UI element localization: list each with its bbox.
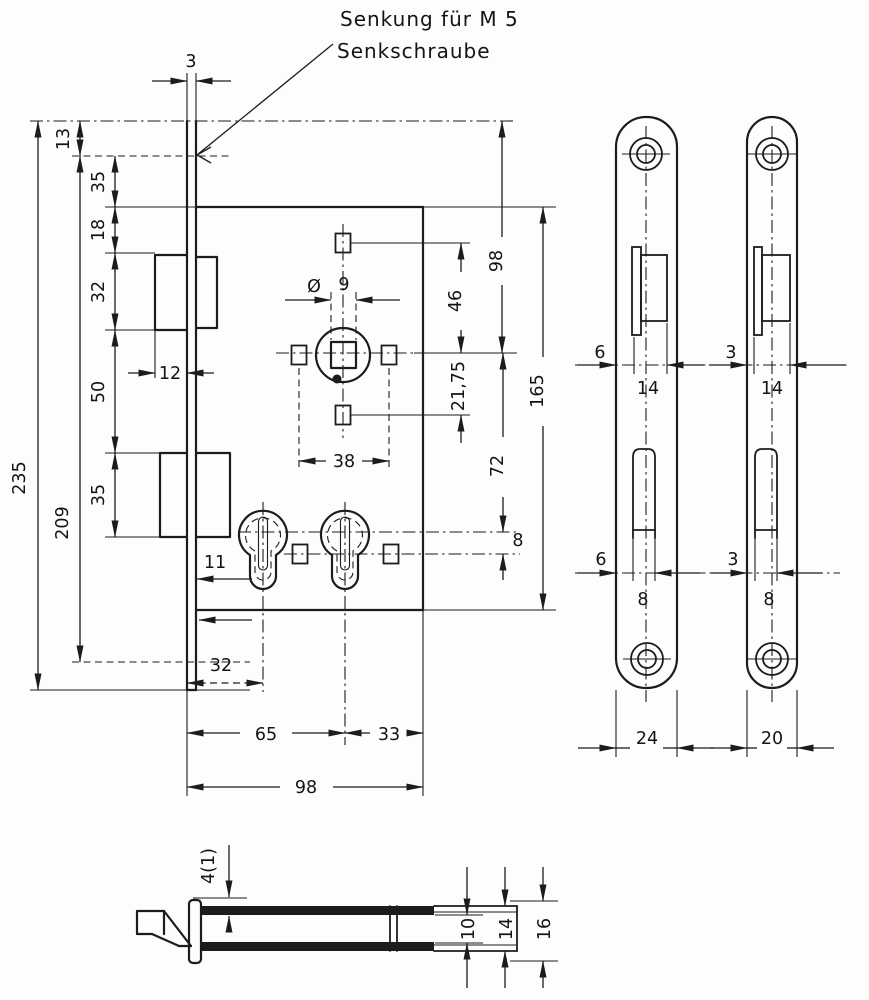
dim-46: 46: [446, 290, 466, 312]
deadbolt: [158, 451, 232, 539]
plate-left-width: 24: [636, 729, 658, 749]
dim-8: 8: [512, 531, 523, 551]
side-thickness-dims: 10 14 16: [435, 867, 558, 988]
dim-165: 165: [528, 374, 548, 407]
plate-right-latch-cutout: 14: [761, 379, 783, 399]
dim-72: 72: [488, 455, 508, 477]
latch-side: [135, 909, 193, 948]
annotation-note: Senkung für M 5 Senkschraube: [337, 7, 519, 63]
plate-left-bolt-cutout: 8: [637, 590, 648, 610]
right-dimensions: 98 46 21,75 72 8 165: [351, 120, 548, 611]
plate-right-latch-edge: 3: [725, 343, 736, 363]
dim-33: 33: [378, 725, 400, 745]
strike-plate-right: [745, 115, 799, 702]
side-view: 4(1) 10 14 16: [135, 845, 558, 988]
latch-cutout-left: [631, 246, 668, 336]
dim-2175: 21,75: [449, 361, 469, 411]
dim-50: 50: [89, 381, 109, 403]
plate-dimensions: 6 14 3 14 6 8 3 8 24 20: [575, 323, 848, 757]
faceplate: [185, 73, 198, 692]
follower: [314, 326, 372, 384]
dim-98w: 98: [295, 778, 317, 798]
bolt-cutout-right: [754, 448, 778, 539]
front-view: 13 35 18 32 50 35 209 235 3 12 11: [10, 43, 556, 798]
bottom-dimensions: 32 65 33 98: [186, 610, 424, 798]
dim-35b: 35: [89, 484, 109, 506]
cylinder-fixing-holes: [291, 543, 400, 565]
dim-32a: 32: [89, 281, 109, 303]
dim-38: 38: [333, 452, 355, 472]
diameter-symbol: Ø: [307, 277, 321, 297]
note-line2: Senkschraube: [337, 39, 491, 63]
faceplate-side: [187, 898, 203, 965]
cylinder-hole-2: [319, 509, 371, 591]
dim-9: 9: [338, 275, 349, 295]
fixing-holes: [290, 232, 398, 426]
dim-209: 209: [53, 506, 73, 539]
cylinder-hole-1: [237, 509, 289, 591]
dim-98h: 98: [487, 250, 507, 272]
dim-3: 3: [185, 52, 196, 72]
latch-cutout-right: [753, 246, 791, 336]
dim-12: 12: [159, 364, 181, 384]
dim-13: 13: [54, 128, 74, 150]
dim-14s: 14: [497, 918, 517, 940]
dim-235: 235: [10, 461, 30, 494]
dim-35a: 35: [89, 171, 109, 193]
bolt-cutout-left: [632, 448, 656, 539]
lock-case: [194, 205, 556, 612]
plate-left-bolt-edge: 6: [595, 550, 606, 570]
dim-65: 65: [255, 725, 277, 745]
left-dimension-chain: 13 35 18 32 50 35 209 235: [10, 120, 196, 691]
side-offset-dim: 4(1): [193, 845, 247, 933]
dim-10: 10: [459, 918, 479, 940]
dim-32b: 32: [210, 656, 232, 676]
plate-right-bolt-cutout: 8: [763, 590, 774, 610]
note-leader: [195, 43, 334, 164]
dim-18: 18: [89, 219, 109, 241]
plate-right-width: 20: [761, 729, 783, 749]
dim-16: 16: [535, 918, 555, 940]
plate-left-latch-edge: 6: [594, 343, 605, 363]
locating-dot: [332, 374, 342, 384]
detail-dimensions: 3 12 11 Ø 9 38: [128, 52, 400, 624]
plate-left-latch-cutout: 14: [637, 379, 659, 399]
note-line1: Senkung für M 5: [340, 7, 519, 31]
plate-right-bolt-edge: 3: [727, 550, 738, 570]
centerlines: [30, 120, 520, 745]
dim-4-1: 4(1): [199, 848, 219, 884]
strike-plate-left: [614, 115, 679, 702]
dim-11: 11: [204, 553, 226, 573]
